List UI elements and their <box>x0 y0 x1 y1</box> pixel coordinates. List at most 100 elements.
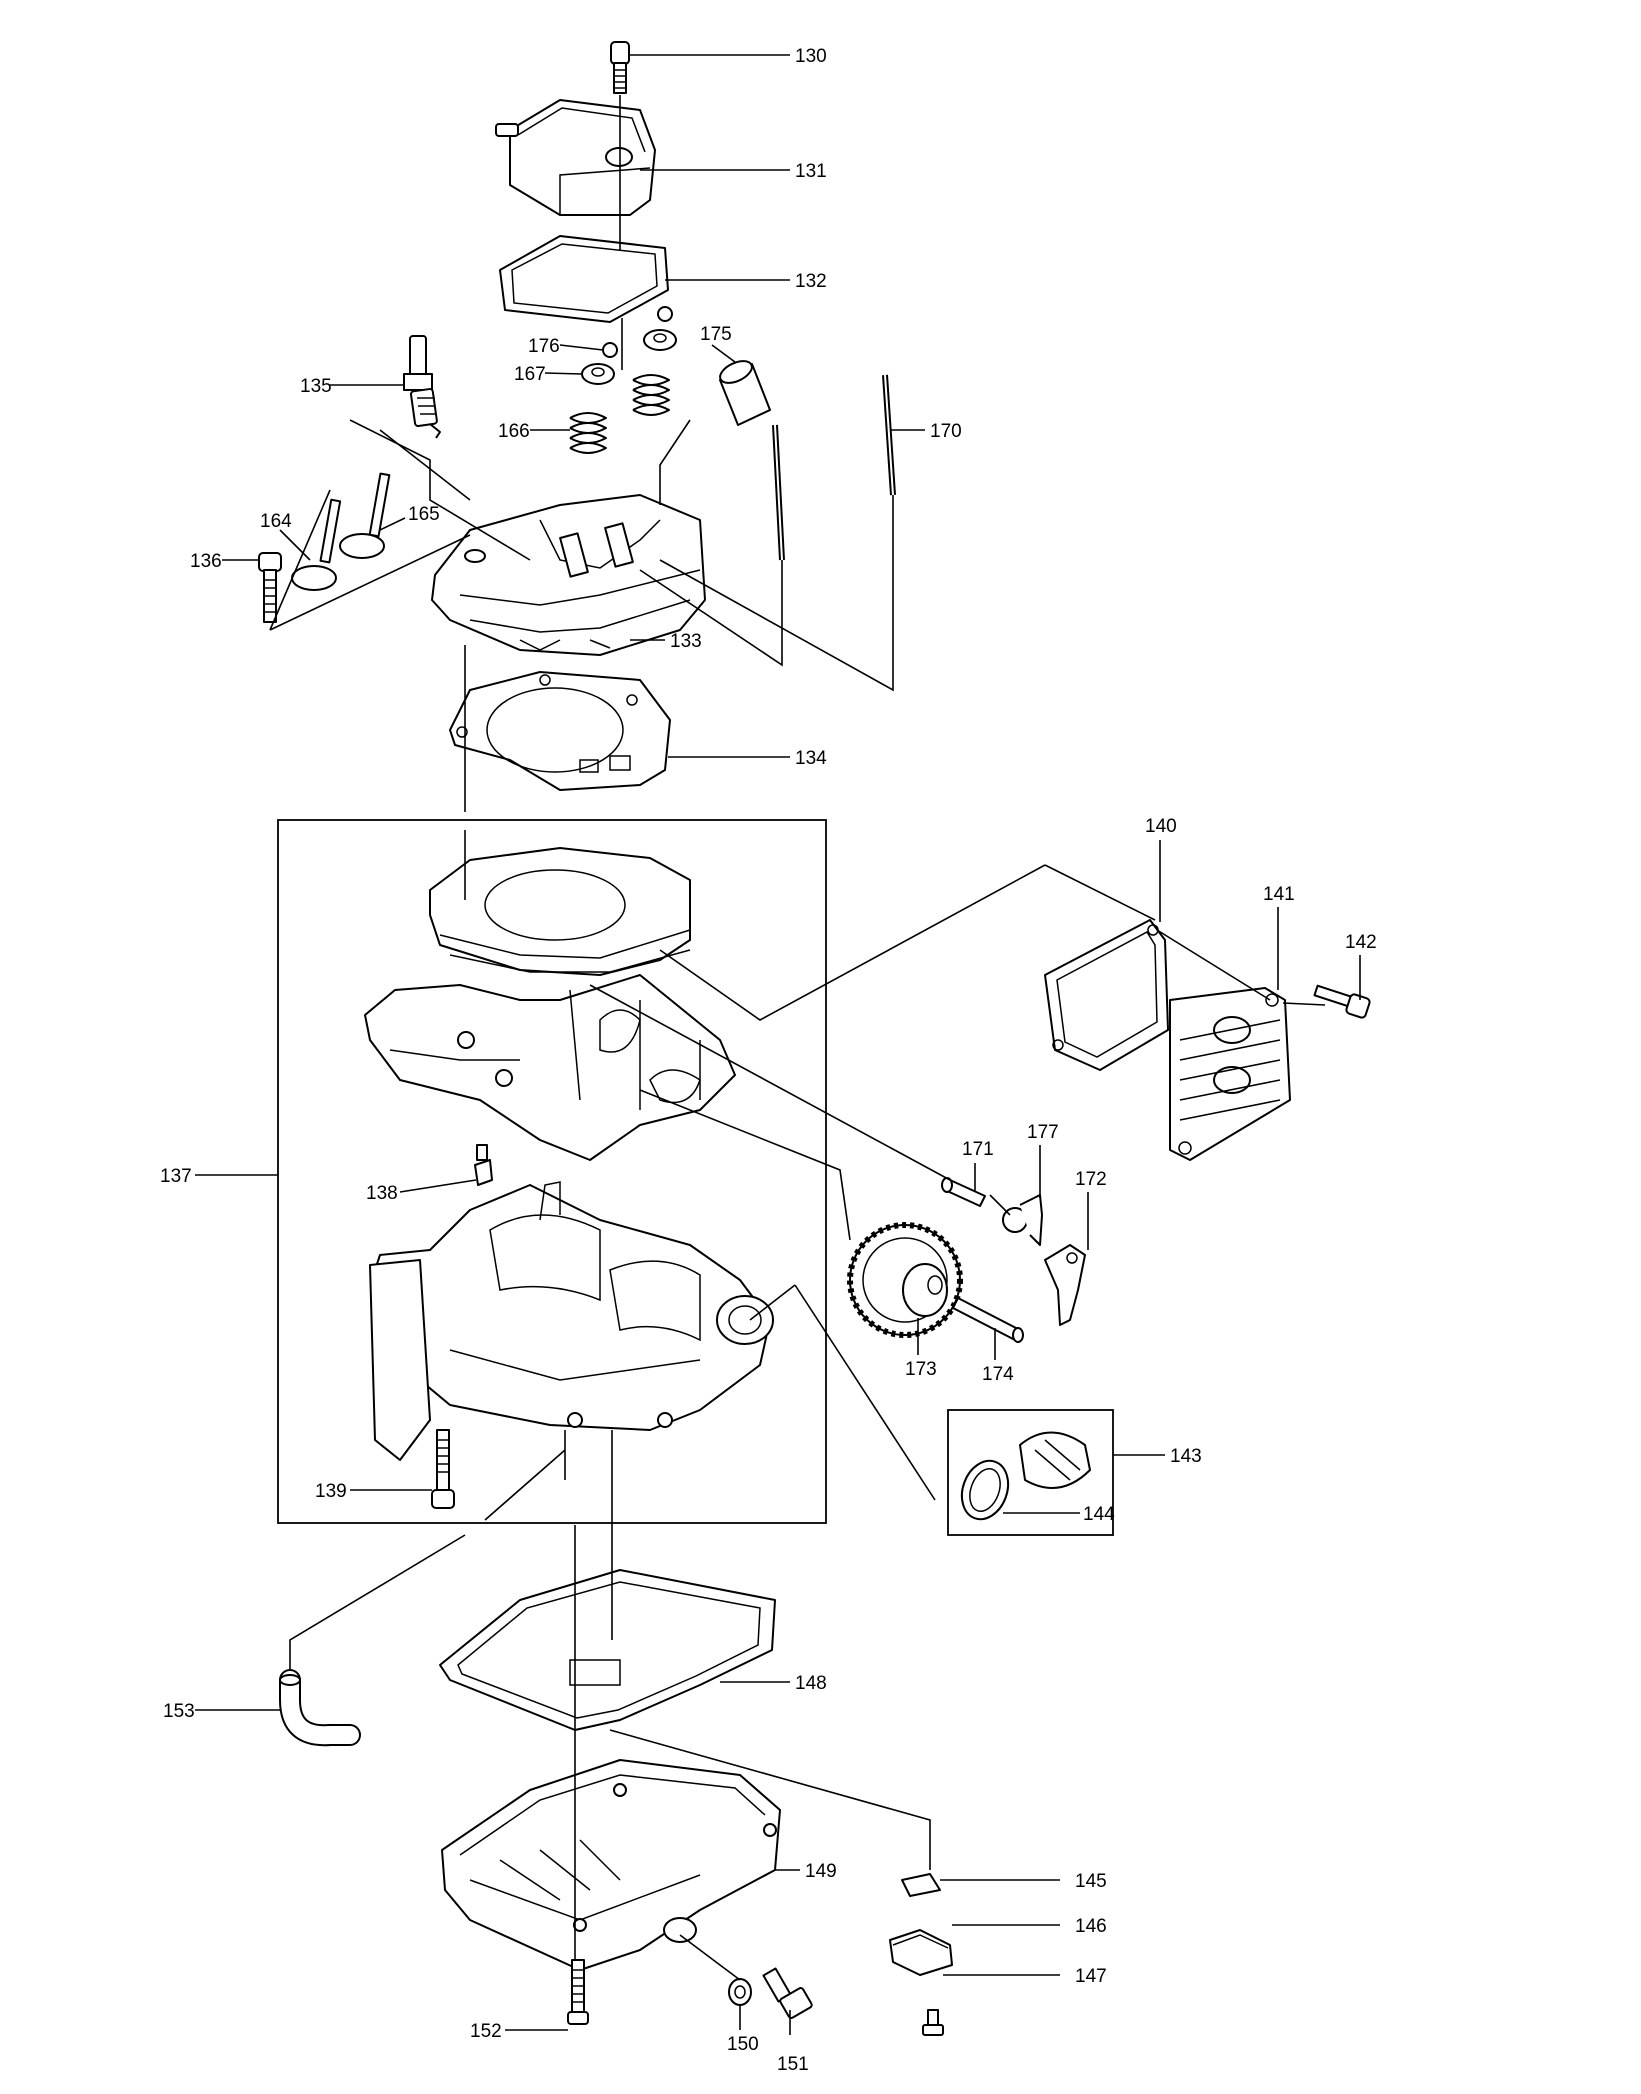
part-number-148: 148 <box>795 1673 827 1694</box>
hose-153 <box>279 1669 361 1747</box>
callout-144: 144 <box>1003 1504 1115 1525</box>
part-number-152: 152 <box>470 2021 502 2042</box>
callout-150: 150 <box>727 2005 759 2055</box>
intake-valve-164 <box>291 498 342 591</box>
screw-147 <box>922 2009 944 2036</box>
part-number-146: 146 <box>1075 1916 1107 1937</box>
oil-pan-149 <box>441 1759 781 1971</box>
callout-141: 141 <box>1263 884 1295 990</box>
callout-135: 135 <box>300 376 404 397</box>
exhaust-valve-165 <box>339 472 391 559</box>
callout-142: 142 <box>1345 932 1377 1000</box>
callout-137: 137 <box>160 1166 278 1187</box>
callout-138: 138 <box>366 1179 477 1204</box>
bolt-152 <box>567 1959 589 2025</box>
o-ring-144 <box>960 1459 1010 1521</box>
callout-172: 172 <box>1075 1169 1107 1250</box>
part-number-165: 165 <box>408 504 440 525</box>
head-bolt-136 <box>258 552 282 623</box>
part-number-132: 132 <box>795 271 827 292</box>
spring-retainer-167 <box>581 363 615 385</box>
bolt-139 <box>431 1429 455 1509</box>
valve-spring-166 <box>569 412 607 454</box>
shaft-174 <box>952 1297 1024 1343</box>
part-number-167: 167 <box>514 364 546 385</box>
callout-136: 136 <box>190 551 258 572</box>
part-number-172: 172 <box>1075 1169 1107 1190</box>
breather-146 <box>889 1929 953 1976</box>
callout-173: 173 <box>905 1318 937 1380</box>
callout-133: 133 <box>630 631 702 652</box>
part-number-143: 143 <box>1170 1446 1202 1467</box>
push-rod-guide-175 <box>719 360 771 426</box>
part-number-176: 176 <box>528 336 560 357</box>
part-number-171: 171 <box>962 1139 994 1160</box>
callout-140: 140 <box>1145 816 1177 922</box>
callout-132: 132 <box>665 271 827 292</box>
side-gasket-140 <box>1044 919 1169 1071</box>
rocker-cover-131 <box>495 99 656 216</box>
part-number-153: 153 <box>163 1701 195 1722</box>
part-number-174: 174 <box>982 1364 1014 1385</box>
assembly-lines <box>269 95 1326 1981</box>
cylinder-head-133 <box>431 494 706 656</box>
part-number-170: 170 <box>930 421 962 442</box>
part-number-144: 144 <box>1083 1504 1115 1525</box>
callout-176: 176 <box>528 336 604 357</box>
callout-149: 149 <box>775 1861 837 1882</box>
callout-166: 166 <box>498 421 570 442</box>
callout-134: 134 <box>668 748 827 769</box>
part-number-135: 135 <box>300 376 332 397</box>
part-number-166: 166 <box>498 421 530 442</box>
callout-143: 143 <box>1113 1446 1202 1467</box>
oil-filler-cap-143 <box>1019 1431 1091 1489</box>
callout-170: 170 <box>890 421 962 442</box>
cover-gasket-132 <box>499 235 669 323</box>
part-number-134: 134 <box>795 748 827 769</box>
side-cover-141 <box>1169 987 1291 1161</box>
part-number-150: 150 <box>727 2034 759 2055</box>
part-number-149: 149 <box>805 1861 837 1882</box>
part-number-141: 141 <box>1263 884 1295 905</box>
part-number-131: 131 <box>795 161 827 182</box>
push-rod-170b <box>772 424 785 561</box>
callout-153: 153 <box>163 1701 280 1722</box>
callout-175: 175 <box>700 324 736 363</box>
part-number-147: 147 <box>1075 1966 1107 1987</box>
crankcase-lower <box>369 1181 774 1461</box>
spark-plug-135 <box>403 335 441 439</box>
oil-cap-group-box <box>947 1409 1114 1536</box>
governor-part-177 <box>1002 1194 1043 1246</box>
keeper-176b <box>657 306 673 322</box>
part-number-136: 136 <box>190 551 222 572</box>
part-number-164: 164 <box>260 511 292 532</box>
callout-147: 147 <box>943 1966 1107 1987</box>
pin-171 <box>941 1177 986 1207</box>
head-gasket-134 <box>449 671 671 791</box>
callout-174: 174 <box>982 1328 1014 1385</box>
part-number-177: 177 <box>1027 1122 1059 1143</box>
part-number-130: 130 <box>795 46 827 67</box>
part-number-145: 145 <box>1075 1871 1107 1892</box>
cylinder-block-137 <box>364 847 736 1161</box>
part-number-133: 133 <box>670 631 702 652</box>
cylinder-block-group-box <box>277 819 827 1524</box>
part-number-173: 173 <box>905 1359 937 1380</box>
bolt-142 <box>1313 984 1371 1019</box>
part-number-151: 151 <box>777 2054 809 2075</box>
callout-139: 139 <box>315 1481 432 1502</box>
callout-151: 151 <box>777 2010 809 2075</box>
part-number-139: 139 <box>315 1481 347 1502</box>
oil-pan-gasket-148 <box>439 1569 776 1731</box>
drain-bolt-151 <box>762 1967 813 2019</box>
callout-167: 167 <box>514 364 583 385</box>
cam-gear-173 <box>847 1222 963 1338</box>
valve-spring-166b <box>632 374 670 416</box>
callout-131: 131 <box>640 161 827 182</box>
part-number-175: 175 <box>700 324 732 345</box>
governor-lever-172 <box>1044 1244 1086 1326</box>
push-rod-170 <box>882 374 896 496</box>
bolt-130 <box>610 41 630 94</box>
spring-retainer-167b <box>643 329 677 351</box>
